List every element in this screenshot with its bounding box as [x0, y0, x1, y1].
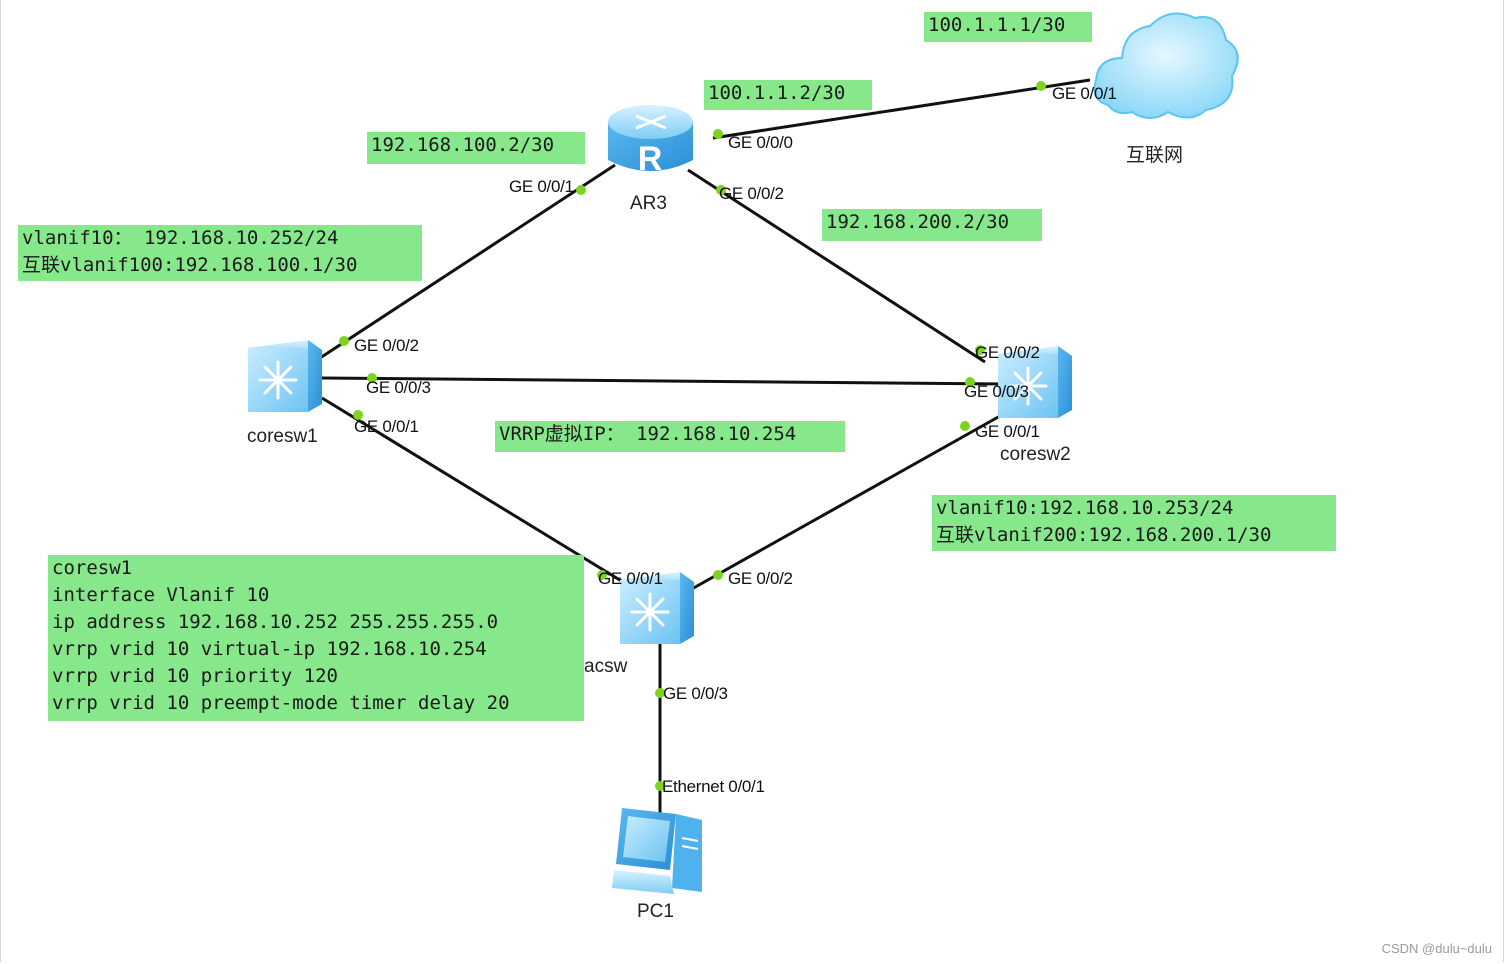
device-name-ar3: AR3 [630, 193, 667, 214]
port-dot [367, 373, 377, 383]
port-dot [960, 421, 970, 431]
svg-text:R: R [638, 140, 663, 178]
pc-icon[interactable] [612, 808, 702, 894]
links [319, 78, 1091, 820]
port-dots [339, 81, 1046, 791]
port-dot [713, 129, 723, 139]
device-name-coresw1: coresw1 [247, 426, 318, 447]
port-dot [576, 185, 586, 195]
watermark: CSDN @dulu~dulu [1381, 941, 1492, 956]
ar3-wan-ip-label: 100.1.1.2/30 [704, 80, 872, 110]
port-dot [965, 377, 975, 387]
ar3-to-coresw1-ip-label: 192.168.100.2/30 [367, 132, 585, 164]
port-dot [716, 185, 726, 195]
port-dot [975, 345, 985, 355]
device-name-pc1: PC1 [637, 901, 674, 922]
coresw1-vlanif-label: vlanif10： 192.168.10.252/24 互联vlanif100:… [18, 225, 422, 281]
coresw2-vlanif-label: vlanif10:192.168.10.253/24 互联vlanif200:1… [932, 495, 1336, 551]
port-label-pc1-eth001: Ethernet 0/0/1 [662, 777, 765, 796]
switch-icon[interactable] [248, 340, 322, 412]
coresw1-config-block: coresw1 interface Vlanif 10 ip address 1… [48, 555, 584, 721]
ar3-to-coresw2-ip-label: 192.168.200.2/30 [822, 209, 1042, 241]
port-label-ar3-ge002: GE 0/0/2 [719, 184, 784, 203]
port-label-acsw-ge001: GE 0/0/1 [598, 569, 663, 588]
port-label-internet-ge001: GE 0/0/1 [1052, 84, 1117, 103]
router-icon[interactable]: R [608, 105, 693, 178]
port-dot [1036, 81, 1046, 91]
vrrp-virtual-ip-label: VRRP虚拟IP： 192.168.10.254 [495, 421, 845, 452]
device-name-internet: 互联网 [1126, 145, 1184, 166]
port-dot [655, 781, 665, 791]
isp-ip-label: 100.1.1.1/30 [924, 12, 1092, 42]
port-label-coresw2-ge001: GE 0/0/1 [975, 422, 1040, 441]
switch-icon[interactable] [998, 346, 1072, 418]
switch-icon[interactable] [620, 572, 694, 644]
port-label-acsw-ge002: GE 0/0/2 [728, 569, 793, 588]
port-dot [353, 410, 363, 420]
port-label-coresw1-ge002: GE 0/0/2 [354, 336, 419, 355]
port-label-coresw1-ge001: GE 0/0/1 [354, 417, 419, 436]
link-ar3-coresw2 [687, 168, 986, 364]
link-ar3-internet [712, 78, 1091, 140]
device-name-coresw2: coresw2 [1000, 444, 1071, 465]
port-label-coresw2-ge003: GE 0/0/3 [964, 382, 1029, 401]
port-label-ar3-ge001: GE 0/0/1 [509, 177, 574, 196]
port-dot [655, 688, 665, 698]
port-label-coresw2-ge002: GE 0/0/2 [975, 343, 1040, 362]
port-label-ar3-ge000: GE 0/0/0 [728, 133, 793, 152]
port-label-coresw1-ge003: GE 0/0/3 [366, 378, 431, 397]
link-coresw1-coresw2 [321, 376, 1006, 386]
port-dot [713, 570, 723, 580]
port-dot [339, 336, 349, 346]
port-label-acsw-ge003: GE 0/0/3 [663, 684, 728, 703]
link-ar3-coresw1 [319, 163, 616, 360]
device-name-acsw: acsw [584, 656, 628, 677]
cloud-icon[interactable] [1093, 12, 1239, 119]
link-coresw2-acsw [689, 414, 1001, 592]
link-coresw1-acsw [321, 396, 629, 587]
port-dot [597, 570, 607, 580]
